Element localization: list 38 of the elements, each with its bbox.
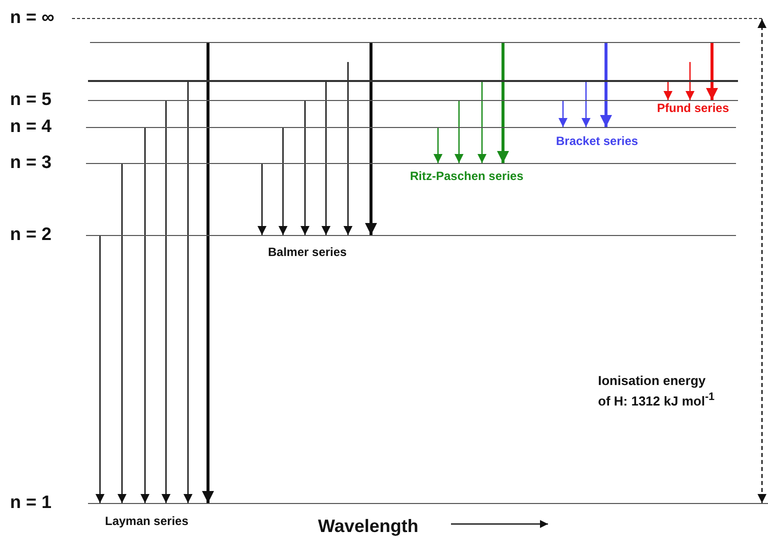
- dashed-arrow: [758, 19, 766, 503]
- arrow: [365, 43, 377, 235]
- arrow: [140, 128, 150, 503]
- series-label: Layman series: [105, 514, 188, 529]
- arrow: [278, 128, 288, 235]
- level-label: n = 4: [10, 116, 52, 136]
- arrow: [162, 101, 170, 503]
- arrow: [300, 101, 310, 235]
- arrow: [664, 82, 672, 100]
- arrow: [686, 62, 694, 100]
- arrow: [600, 43, 612, 127]
- level-label: n = ∞: [10, 7, 54, 27]
- arrow: [497, 43, 509, 163]
- series-label: Balmer series: [268, 245, 347, 260]
- energy-level-line: [90, 42, 740, 43]
- arrow: [96, 236, 104, 503]
- arrow: [478, 82, 486, 163]
- arrow: [184, 82, 192, 503]
- arrow: [118, 164, 126, 503]
- arrow: [202, 43, 214, 503]
- level-label: n = 5: [10, 89, 52, 109]
- level-label: n = 2: [10, 224, 52, 244]
- arrow: [434, 128, 442, 163]
- arrow: [706, 43, 718, 100]
- axis-label: Wavelength: [318, 515, 418, 537]
- energy-level-line: [88, 80, 738, 82]
- level-label: n = 1: [10, 492, 52, 512]
- arrow: [558, 101, 568, 127]
- series-label: Pfund series: [657, 101, 730, 116]
- arrow: [454, 101, 464, 163]
- arrow: [258, 164, 266, 235]
- series-label: Ritz-Paschen series: [410, 169, 524, 184]
- arrow: [344, 62, 352, 235]
- series-label: Bracket series: [556, 134, 638, 149]
- level-label: n = 3: [10, 152, 52, 172]
- note: Ionisation energy of H: 1312 kJ mol$^{-1}$: [598, 372, 716, 410]
- arrow: [582, 82, 590, 127]
- arrow: [322, 82, 330, 235]
